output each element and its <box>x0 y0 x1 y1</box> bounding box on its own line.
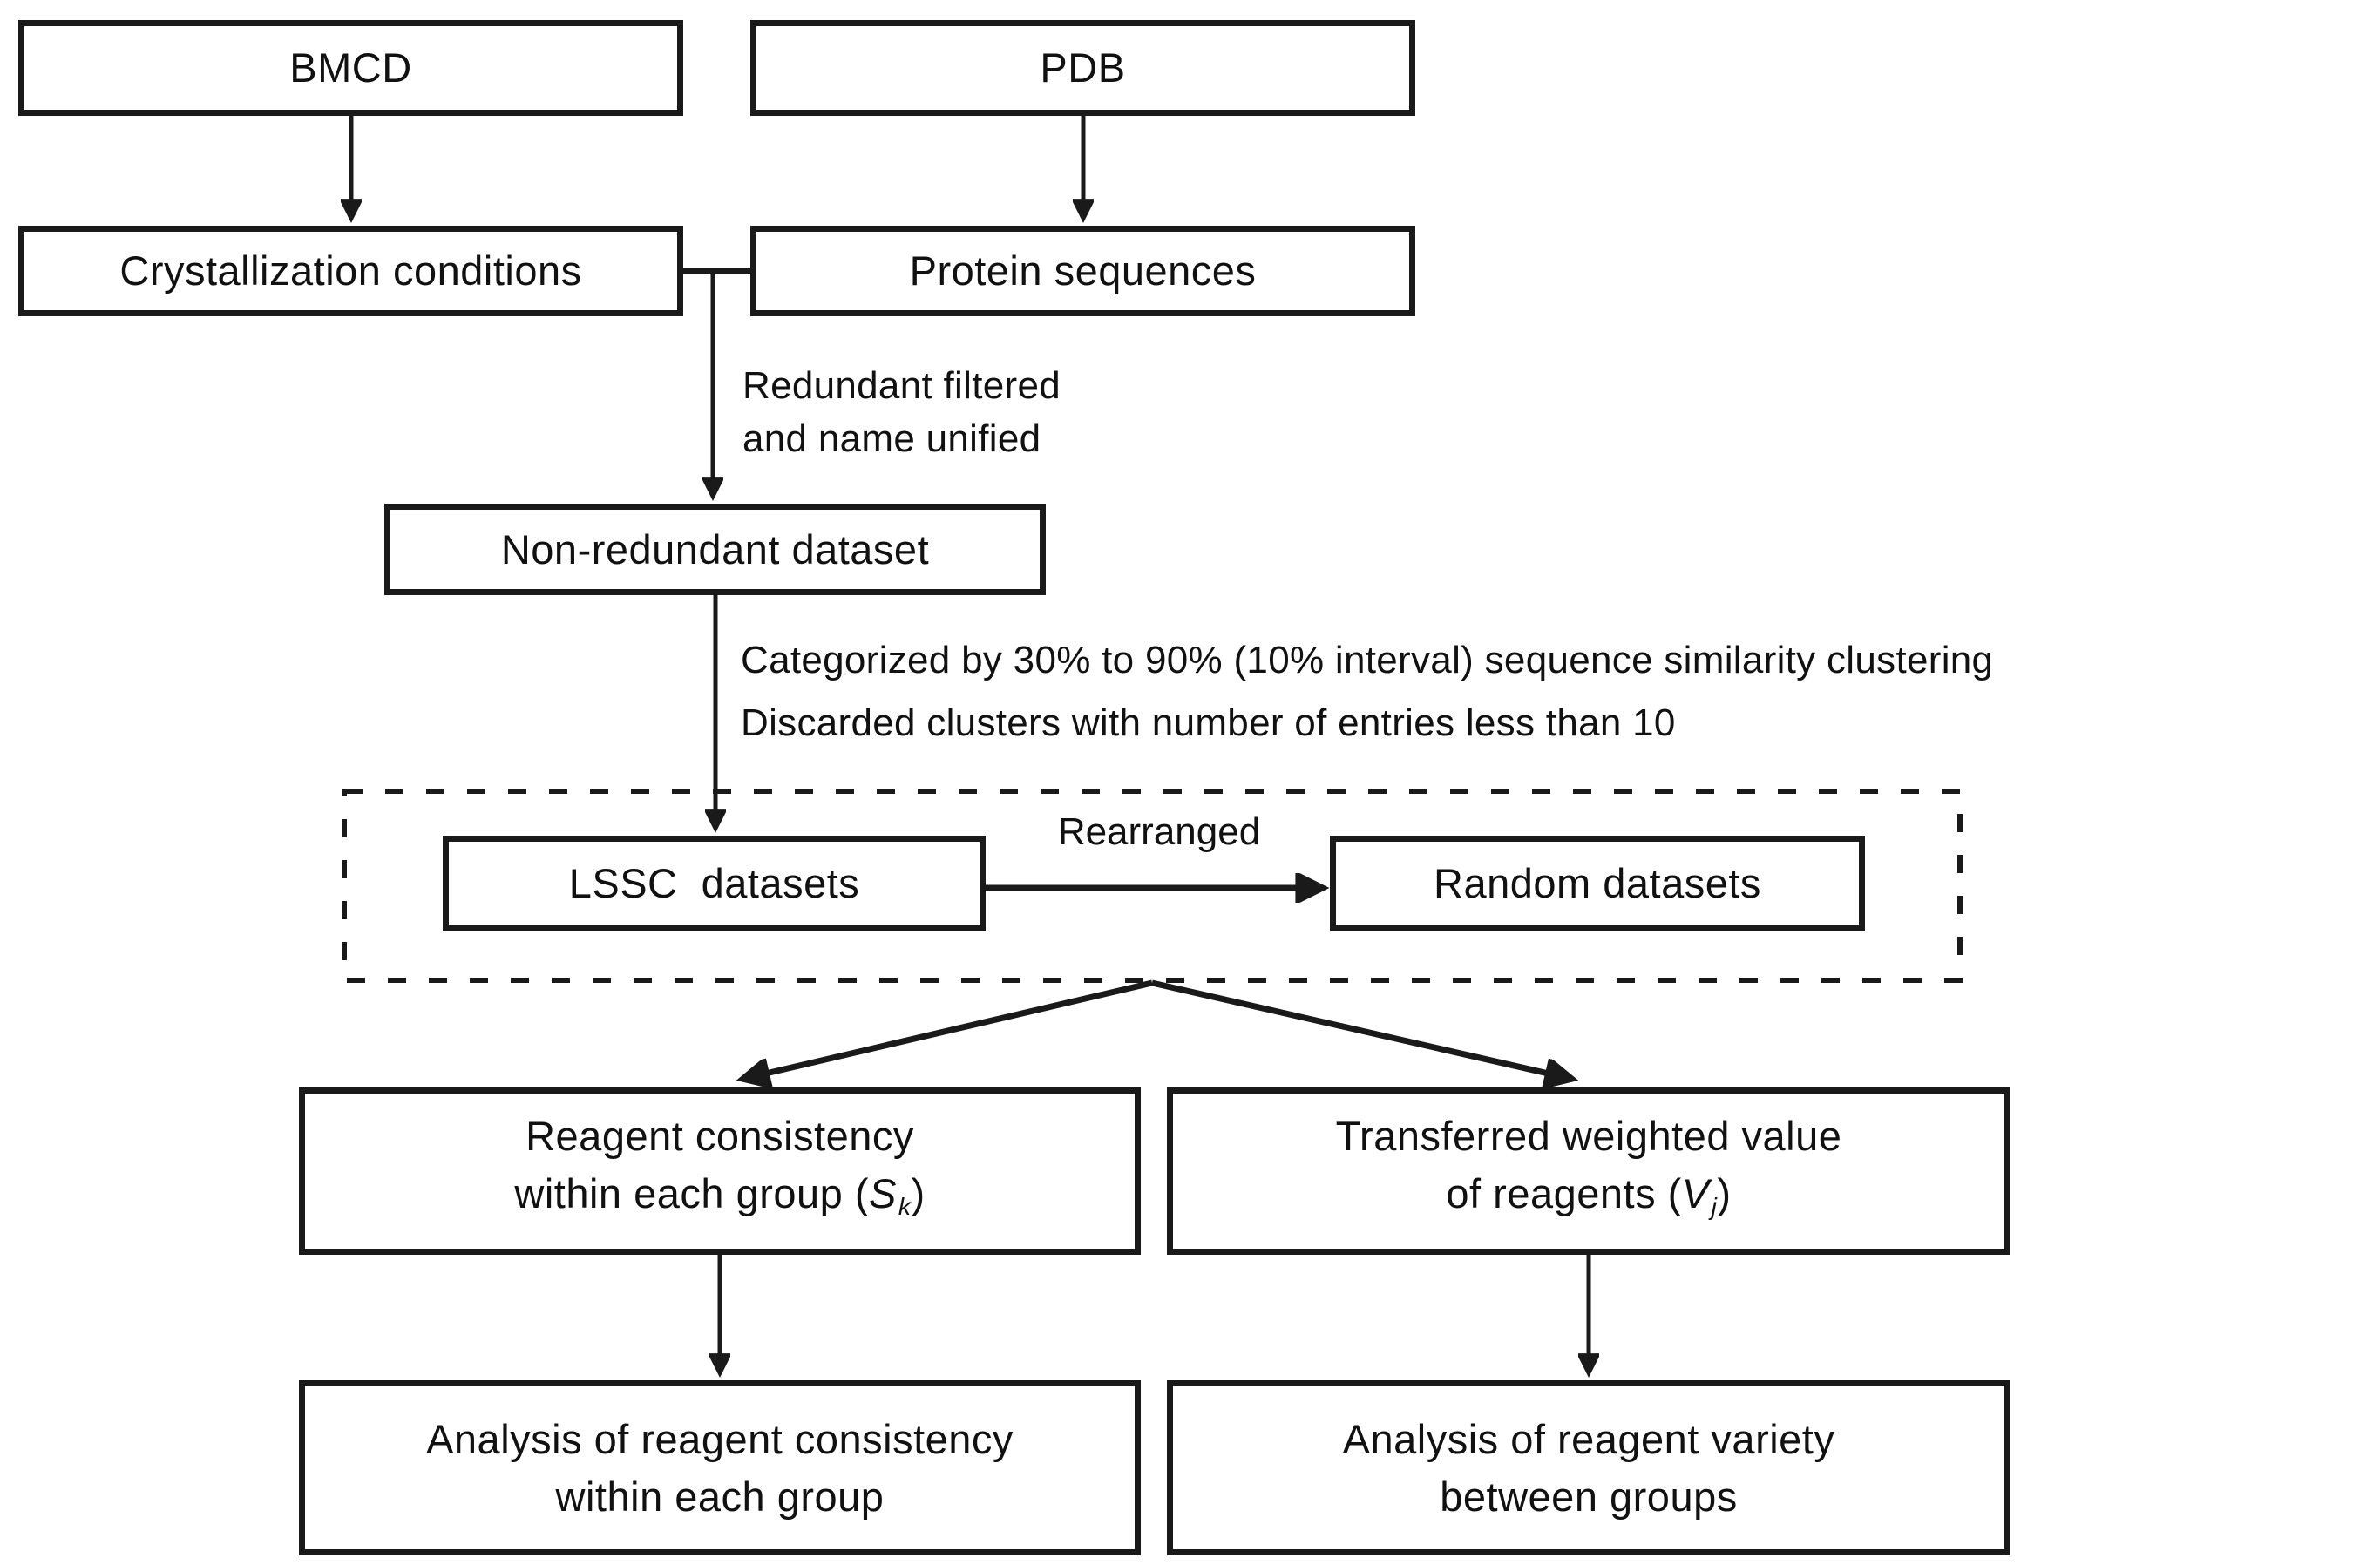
box-reagent-consistency-line2-pre: within each group ( <box>514 1169 869 1216</box>
variable-s: S <box>869 1169 897 1216</box>
box-non-redundant-dataset-label: Non-redundant dataset <box>500 525 930 572</box>
box-pdb-label: PDB <box>1040 44 1126 91</box>
variable-v: V <box>1681 1169 1710 1216</box>
note-redundant-filtered-line1: Redundant filtered <box>742 364 1061 407</box>
box-transferred-weighted-value: Transferred weighted value of reagents (… <box>1167 1087 2010 1255</box>
box-analysis-consistency: Analysis of reagent consistency within e… <box>299 1380 1141 1555</box>
note-redundant-filtered: Redundant filtered and name unified <box>742 359 1061 465</box>
label-rearranged: Rearranged <box>1057 810 1261 853</box>
box-reagent-consistency-line1: Reagent consistency <box>525 1112 914 1159</box>
box-transferred-weighted-line2-post: ) <box>1717 1169 1732 1216</box>
box-analysis-variety: Analysis of reagent variety between grou… <box>1167 1380 2010 1555</box>
box-reagent-consistency-line2: within each group (Sk) <box>514 1165 925 1235</box>
box-random-datasets: Random datasets <box>1330 836 1865 931</box>
box-analysis-consistency-line1: Analysis of reagent consistency <box>426 1415 1014 1462</box>
box-non-redundant-dataset: Non-redundant dataset <box>384 504 1046 595</box>
arrow-split-to-transferred-weighted <box>1151 979 1571 1079</box>
box-pdb: PDB <box>750 20 1415 116</box>
box-crystallization-conditions: Crystallization conditions <box>18 226 683 316</box>
box-crystallization-conditions-label: Crystallization conditions <box>119 247 582 294</box>
box-transferred-weighted-line2-pre: of reagents ( <box>1446 1169 1682 1216</box>
box-analysis-consistency-line2: within each group <box>555 1473 885 1520</box>
box-bmcd-label: BMCD <box>289 44 412 91</box>
box-reagent-consistency-line2-post: ) <box>911 1169 926 1216</box>
subscript-k: k <box>898 1192 912 1221</box>
box-transferred-weighted-value-line2: of reagents (Vj) <box>1446 1165 1731 1235</box>
box-reagent-consistency: Reagent consistency within each group (S… <box>299 1087 1141 1255</box>
box-lssc-datasets-label: LSSC datasets <box>568 859 860 906</box>
subscript-j: j <box>1711 1192 1718 1221</box>
box-analysis-variety-line1: Analysis of reagent variety <box>1342 1415 1835 1462</box>
note-redundant-filtered-line2: and name unified <box>742 417 1041 460</box>
note-categorized-line2: Discarded clusters with number of entrie… <box>741 701 1676 744</box>
box-transferred-weighted-value-line1: Transferred weighted value <box>1335 1112 1842 1159</box>
note-categorized-line1: Categorized by 30% to 90% (10% interval)… <box>741 639 1994 681</box>
box-protein-sequences: Protein sequences <box>750 226 1415 316</box>
box-bmcd: BMCD <box>18 20 683 116</box>
box-random-datasets-label: Random datasets <box>1434 859 1761 906</box>
box-protein-sequences-label: Protein sequences <box>909 247 1257 294</box>
arrow-split-to-reagent-consistency <box>743 979 1153 1079</box>
box-analysis-variety-line2: between groups <box>1440 1473 1738 1520</box>
note-categorized: Categorized by 30% to 90% (10% interval)… <box>741 629 1993 755</box>
box-lssc-datasets: LSSC datasets <box>443 836 986 931</box>
